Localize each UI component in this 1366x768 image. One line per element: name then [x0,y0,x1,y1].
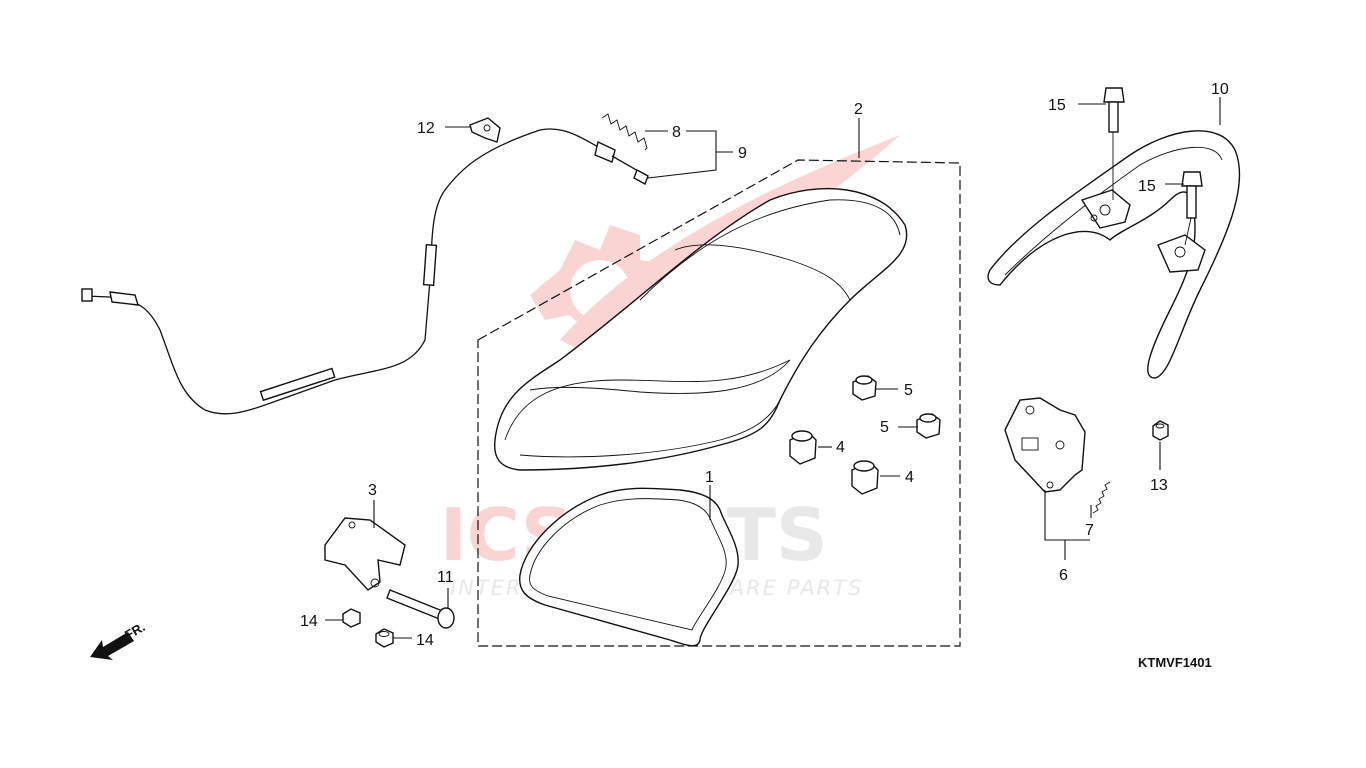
cable-spring [601,113,648,151]
callout-14b: 14 [416,632,434,649]
grab-rail [987,130,1241,379]
callout-6: 6 [1059,567,1068,584]
callout-12: 12 [417,120,435,137]
callout-15b: 15 [1138,178,1156,195]
seat-lock-cable [81,128,649,415]
seat-rubber-stopper-b [916,413,941,439]
hinge-bolt [386,589,455,629]
callout-4b: 4 [905,469,914,486]
front-arrow-icon [90,632,134,660]
callout-5a: 5 [904,382,913,399]
seat [493,187,908,471]
nut-b [375,628,394,648]
callout-9: 9 [738,145,747,162]
cable-clamp [469,117,501,143]
callout-10: 10 [1211,81,1229,98]
seat-rubber-stopper-a [852,375,877,401]
callout-2: 2 [854,101,863,118]
grab-rail-nut [1152,420,1169,441]
callout-8: 8 [672,124,681,141]
callout-5b: 5 [880,419,889,436]
grab-rail-bolt-a [1103,87,1125,200]
leader-lines [325,97,1221,639]
nut-a [342,608,361,628]
grab-rail-bolt-b [1181,171,1203,246]
seat-hinge-bracket [324,517,406,591]
callout-1: 1 [705,469,714,486]
seat-lock [1004,397,1086,493]
seat-cushion-rubber-b [851,460,879,495]
seat-cushion-rubber-a [789,430,817,465]
lock-spring [1092,481,1111,514]
callout-15a: 15 [1048,97,1066,114]
seat-group-dashed-box [477,159,961,647]
callout-14a: 14 [300,613,318,630]
callout-13: 13 [1150,477,1168,494]
callout-4a: 4 [836,439,845,456]
diagram-code: KTMVF1401 [1138,655,1212,670]
callout-3: 3 [368,482,377,499]
callout-11: 11 [437,569,454,586]
front-direction-indicator: FR. [90,619,148,660]
callout-7: 7 [1085,522,1094,539]
